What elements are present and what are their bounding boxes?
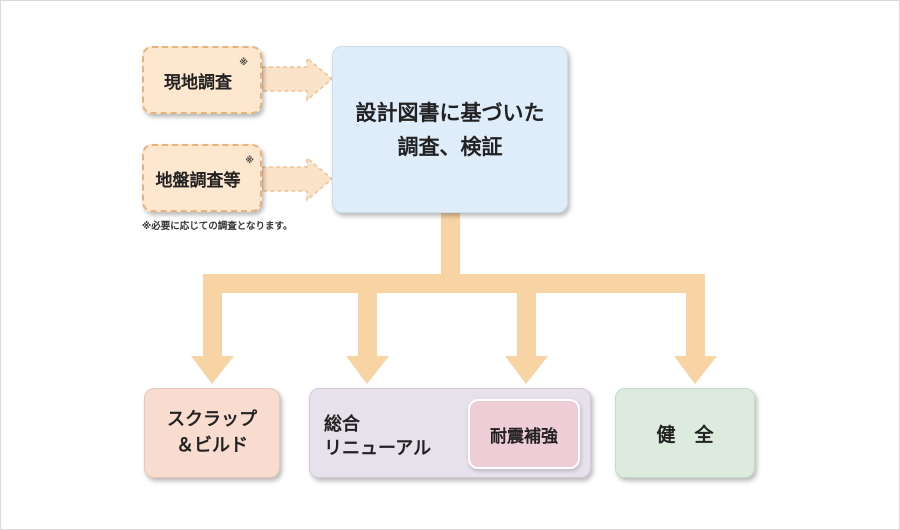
scrap-build-box: スクラップ ＆ビルド [144, 388, 280, 478]
renewal-line-2: リニューアル [324, 438, 432, 459]
input-arrow-2 [261, 156, 334, 202]
field-survey-mark: ※ [239, 58, 248, 68]
ground-survey-box: 地盤調査等 ※ [142, 144, 262, 212]
branch-arrows [191, 213, 717, 384]
ground-survey-mark: ※ [245, 156, 254, 166]
input-arrow-1 [261, 56, 334, 102]
main-line-2: 調査、検証 [397, 134, 503, 159]
field-survey-label: 現地調査 [164, 72, 232, 93]
renewal-box: 総合 リニューアル 耐震補強 [309, 388, 591, 478]
seismic-label: 耐震補強 [490, 426, 558, 447]
scrap-line-2: ＆ビルド [176, 435, 248, 456]
ground-survey-label: 地盤調査等 [155, 170, 241, 191]
scrap-line-1: スクラップ [167, 409, 257, 430]
renewal-line-1: 総合 [324, 414, 360, 435]
main-line-1: 設計図書に基づいた [355, 100, 545, 125]
sound-label: 健 全 [656, 423, 714, 446]
seismic-reinforcement-box: 耐震補強 [468, 399, 580, 469]
main-investigation-box: 設計図書に基づいた 調査、検証 [332, 46, 568, 213]
field-survey-box: 現地調査 ※ [142, 46, 262, 114]
sound-box: 健 全 [615, 388, 755, 478]
survey-note: ※必要に応じての調査となります。 [142, 221, 293, 232]
renewal-label: 総合 リニューアル [324, 413, 431, 461]
